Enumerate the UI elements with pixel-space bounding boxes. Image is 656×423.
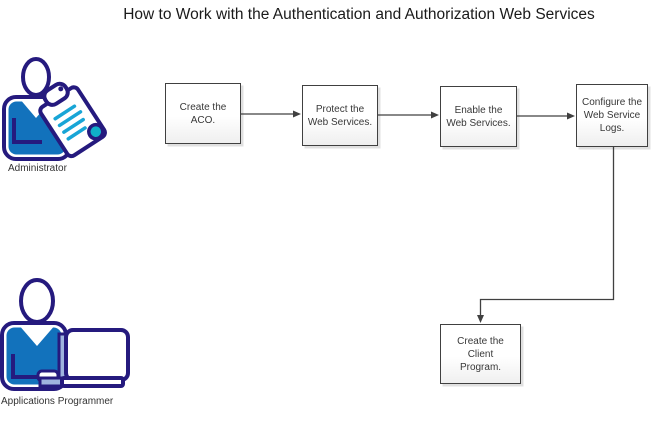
applications-programmer-label: Applications Programmer xyxy=(1,396,114,407)
step-enable-web-services: Enable the Web Services. xyxy=(440,86,517,147)
laptop-glyph xyxy=(38,328,130,388)
arrowhead-right-2 xyxy=(431,111,439,119)
diagram-title: How to Work with the Authentication and … xyxy=(123,6,595,23)
arrowhead-down xyxy=(477,315,484,323)
administrator-label: Administrator xyxy=(8,163,67,174)
administrator-icon xyxy=(2,57,107,161)
applications-programmer-icon xyxy=(0,278,130,391)
clipboard-glyph xyxy=(38,81,107,159)
step-create-aco: Create the ACO. xyxy=(165,83,241,144)
step-create-client-program: Create the Client Program. xyxy=(440,324,521,384)
arrowhead-right-1 xyxy=(293,110,301,118)
arrowhead-right-3 xyxy=(567,112,575,120)
step-protect-web-services: Protect the Web Services. xyxy=(302,85,378,146)
step-configure-web-service-logs: Configure the Web Service Logs. xyxy=(576,84,648,147)
